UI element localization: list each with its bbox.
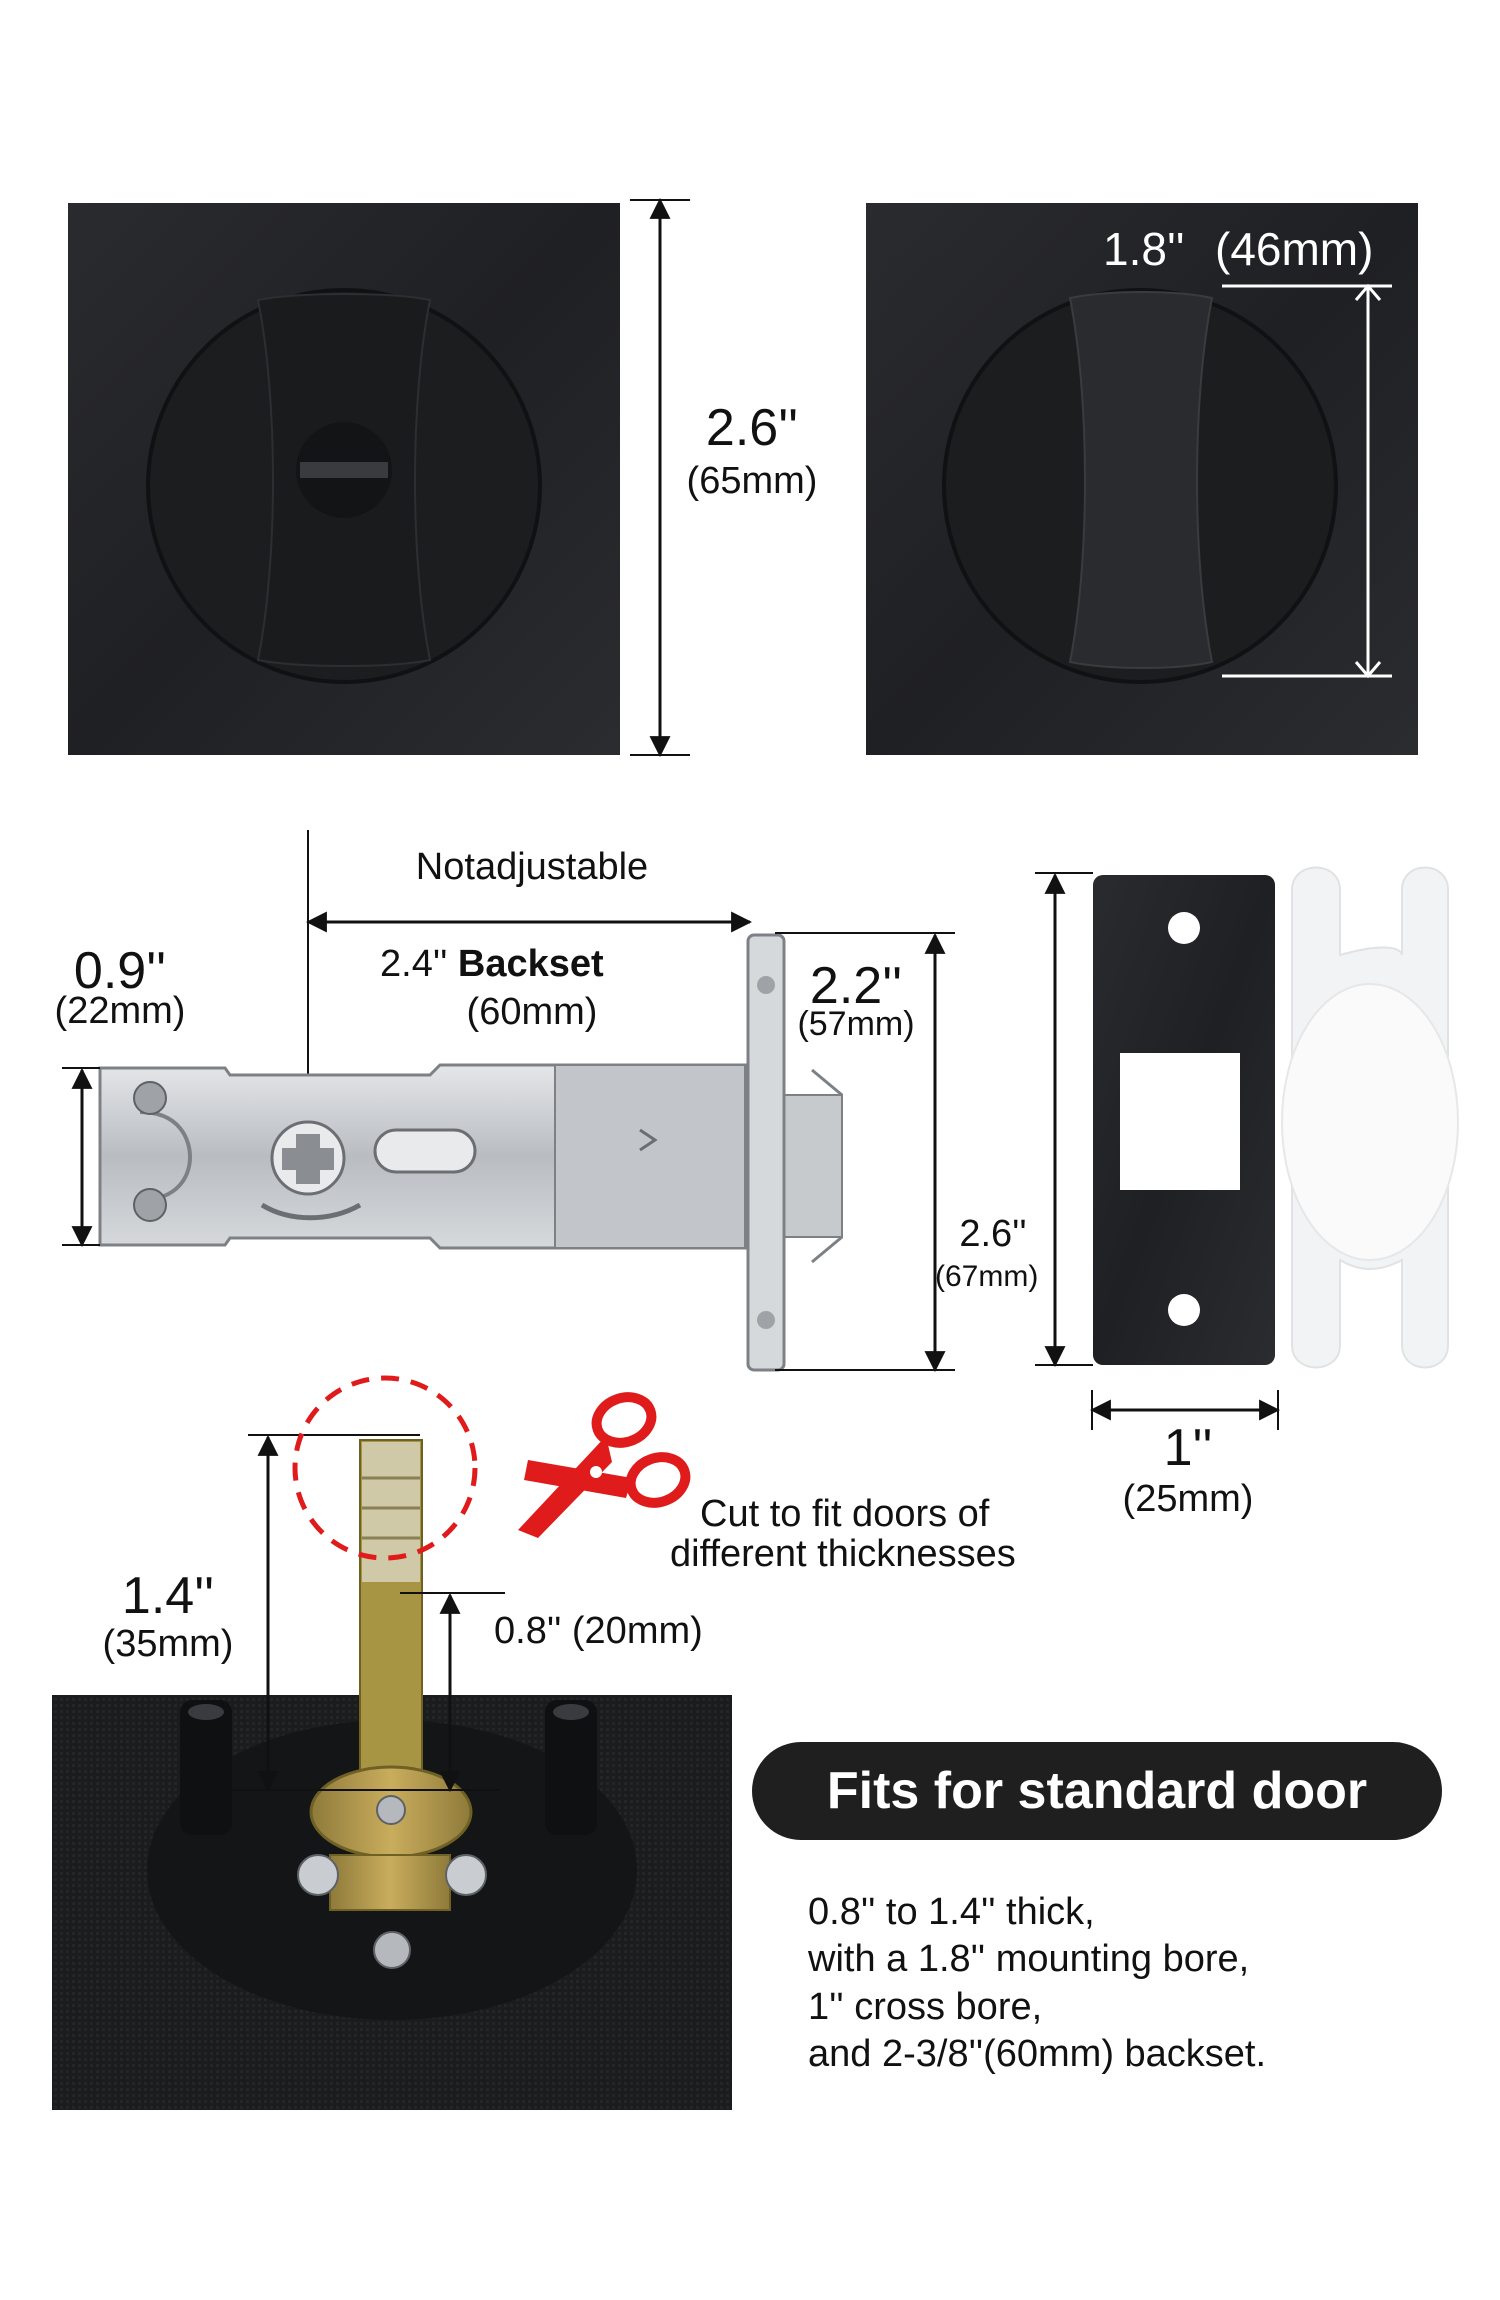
fits-line-1: 0.8'' to 1.4'' thick, xyxy=(808,1891,1095,1933)
strike-height-mm: (67mm) xyxy=(935,1260,1039,1293)
spindle-assembly xyxy=(297,1439,487,1969)
fits-banner: Fits for standard door xyxy=(752,1742,1442,1840)
bore-size-mm: (46mm) xyxy=(1215,223,1374,275)
fits-line-3: 1'' cross bore, xyxy=(808,1986,1043,2028)
strike-width-in: 1'' xyxy=(1163,1419,1213,1477)
dust-box-insert xyxy=(1281,866,1459,1369)
faceplate-height-mm: (57mm) xyxy=(797,1005,915,1043)
strike-plate xyxy=(1093,875,1275,1365)
rose-plate-right xyxy=(866,203,1418,755)
scissors-icon xyxy=(518,1392,691,1538)
fits-line-2: with a 1.8'' mounting bore, xyxy=(808,1938,1250,1980)
latch-width-in: 0.9'' xyxy=(73,942,167,1000)
spindle-min-label: 0.8'' (20mm) xyxy=(494,1610,703,1652)
latch-mechanism xyxy=(98,830,843,1372)
strike-height-in: 2.6'' xyxy=(959,1213,1027,1255)
fits-line-4: and 2-3/8''(60mm) backset. xyxy=(808,2033,1267,2075)
rose-height-in: 2.6'' xyxy=(705,399,799,457)
rose-plate-left xyxy=(68,203,620,755)
cut-note-line1: Cut to fit doors of xyxy=(700,1493,990,1535)
spindle-max-mm: (35mm) xyxy=(102,1623,234,1665)
not-adjustable-label: Notadjustable xyxy=(415,846,649,888)
latch-width-mm: (22mm) xyxy=(54,990,186,1032)
backset-mm: (60mm) xyxy=(466,991,598,1033)
spindle-max-in: 1.4'' xyxy=(121,1567,215,1625)
rose-height-mm: (65mm) xyxy=(686,460,818,502)
cut-note-line2: different thicknesses xyxy=(670,1533,1016,1575)
cut-zone-circle xyxy=(292,1375,478,1561)
fits-title: Fits for standard door xyxy=(826,1762,1368,1820)
bore-size-in: 1.8'' xyxy=(1103,223,1185,275)
strike-width-mm: (25mm) xyxy=(1122,1478,1254,1520)
backset-in: 2.4'' Backset xyxy=(380,943,604,985)
faceplate-height-in: 2.2'' xyxy=(809,957,903,1015)
